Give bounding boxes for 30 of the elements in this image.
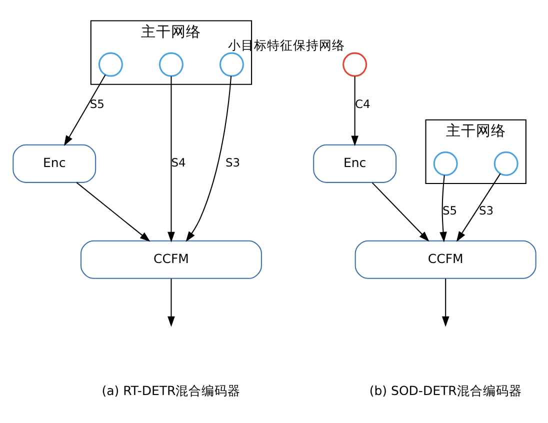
edge-label: S5: [89, 97, 104, 112]
node-circle: [218, 52, 244, 77]
node-box: Enc: [312, 144, 396, 183]
node-label: 小目标特征保持网络: [227, 38, 344, 53]
arrow: [167, 76, 174, 242]
edge-label: C4: [354, 97, 370, 112]
node-box: CCFM: [80, 240, 262, 279]
node-circle: [493, 151, 518, 176]
arrow: [185, 76, 232, 242]
node-circle: [158, 52, 183, 77]
label: (b) SOD-DETR混合编码器: [368, 383, 522, 398]
node-circle: [342, 52, 367, 77]
node-box: CCFM: [354, 240, 536, 279]
edge-label: S3: [224, 156, 240, 170]
arrow: [76, 182, 150, 242]
node-box: Enc: [12, 144, 96, 183]
arrow: [64, 74, 106, 146]
edge-label: S4: [170, 156, 186, 170]
arrow: [350, 76, 358, 146]
cluster: 主干网络: [424, 119, 526, 184]
arrow: [439, 175, 446, 242]
label: (a) RT-DETR混合编码器: [101, 383, 240, 398]
node-circle: [98, 52, 122, 77]
edge-label: S3: [478, 204, 494, 218]
node-circle: [432, 151, 458, 176]
arrow: [167, 278, 174, 327]
arrow: [456, 173, 500, 242]
arrow: [441, 278, 449, 327]
arrow: [371, 182, 429, 242]
edge-label: S5: [442, 204, 457, 218]
